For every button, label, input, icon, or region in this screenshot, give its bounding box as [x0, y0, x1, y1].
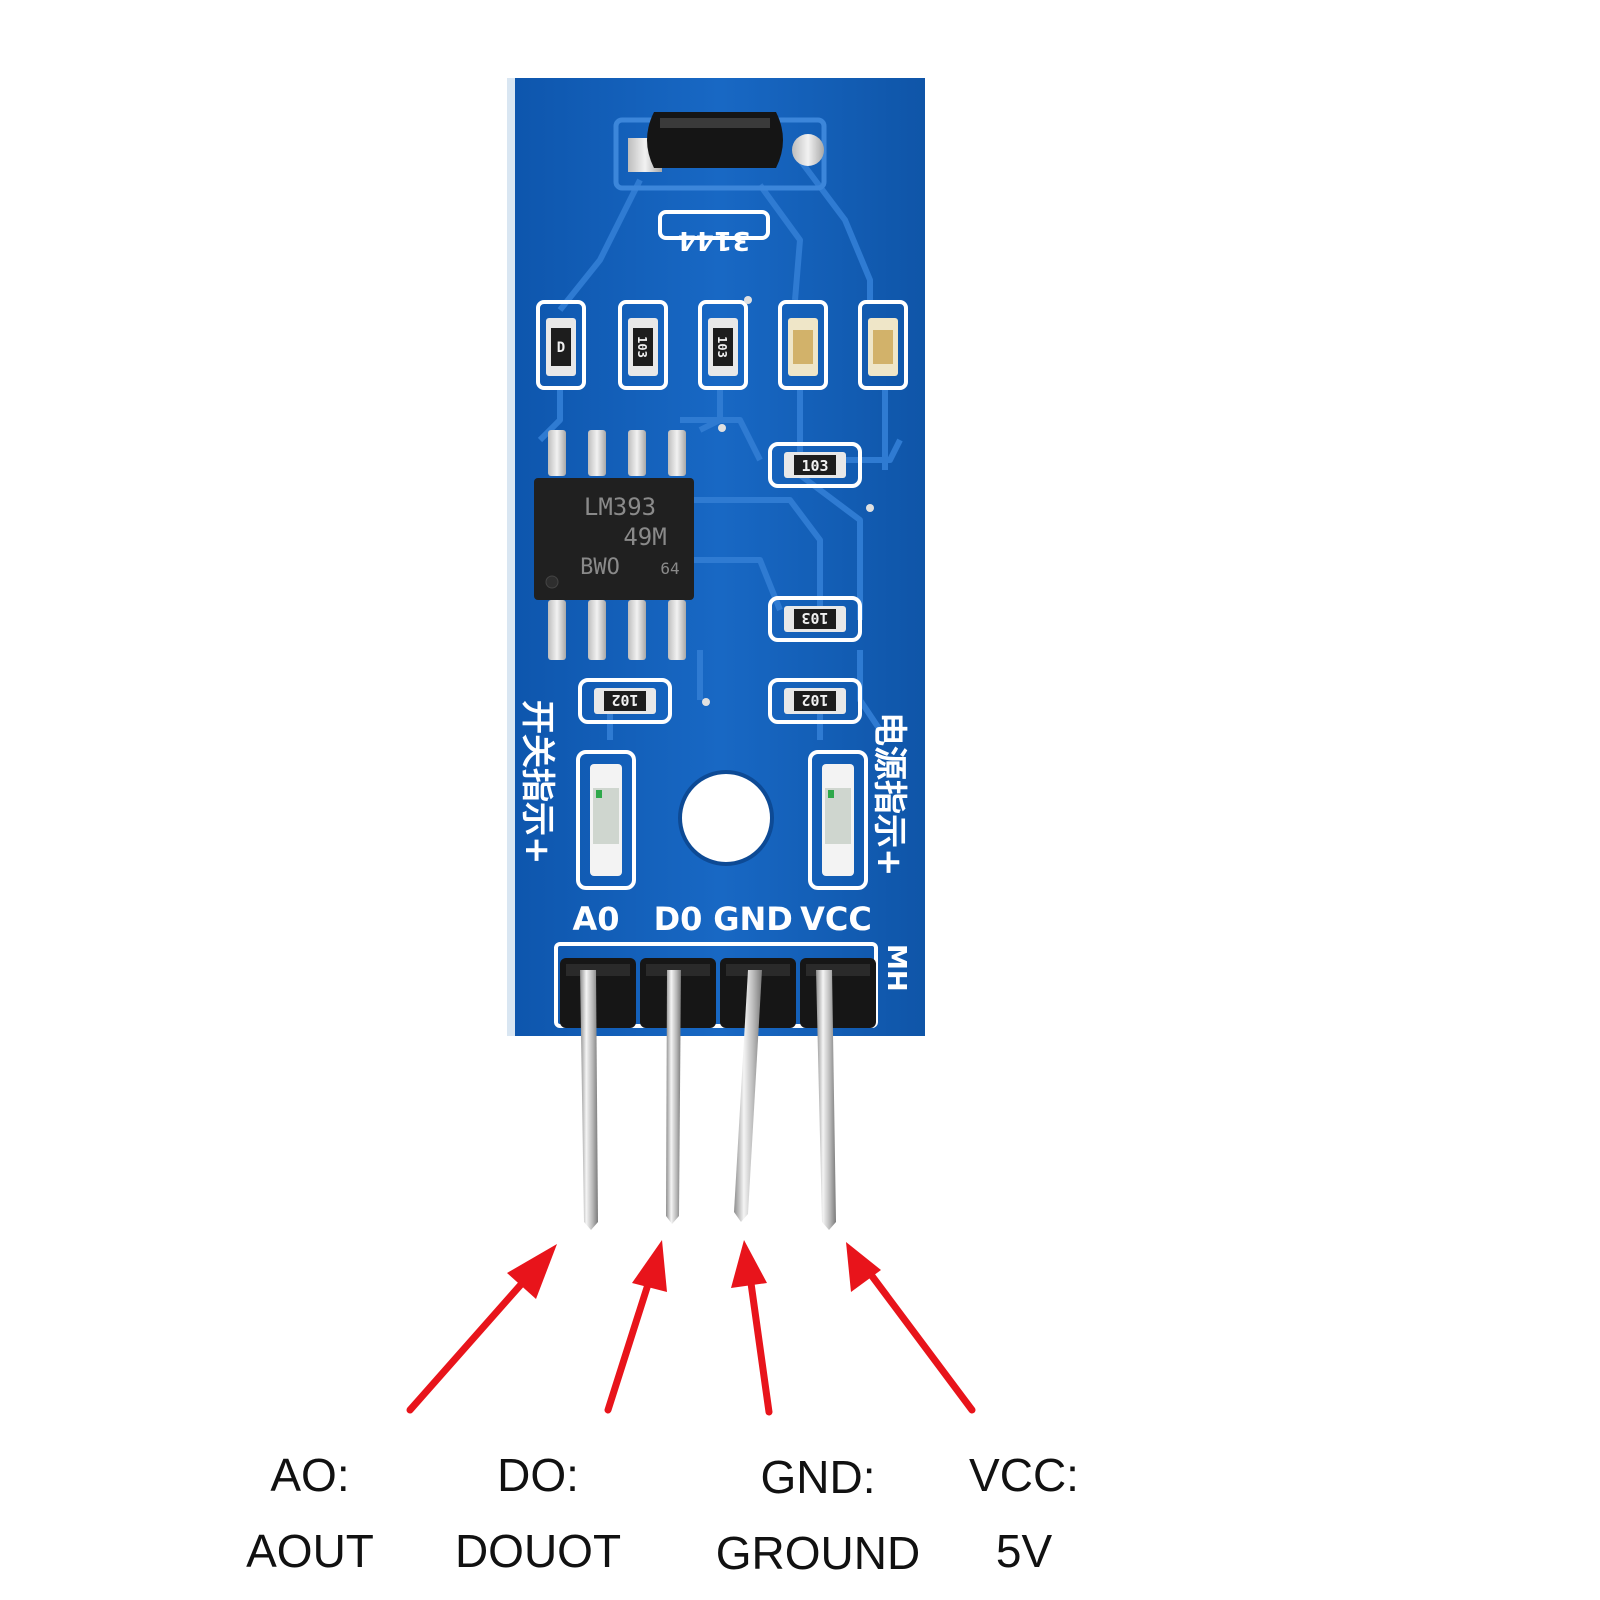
mounting-hole — [678, 770, 774, 866]
header-pins — [580, 970, 836, 1230]
header-label-d0: D0 — [654, 900, 703, 938]
pin-name-gnd: GND: — [760, 1451, 876, 1503]
small-resistor-code-2: 103 — [635, 336, 649, 358]
pin-label-vcc: VCC: 5V — [894, 1452, 1154, 1574]
pin-arrows — [406, 1240, 976, 1416]
top-components: D 103 103 — [536, 300, 908, 390]
resistor-r2: 103 — [768, 596, 862, 642]
resistor-code-3: 102 — [611, 691, 638, 709]
pin-label-ao: AO: AOUT — [180, 1452, 440, 1574]
resistor-code-2: 103 — [801, 609, 828, 627]
header-label-gnd: GND — [713, 900, 793, 938]
pcb-board: 3144 D 103 103 — [507, 78, 925, 1036]
arrow-do — [604, 1240, 667, 1414]
resistor-r1: 103 — [768, 442, 862, 488]
pin-name-ao: AO: — [270, 1449, 350, 1501]
corner-mark: MH — [881, 944, 911, 992]
chip-marking-line3: BWO — [580, 555, 620, 580]
header-label-vcc: VCC — [800, 900, 872, 938]
arrow-ao — [406, 1244, 557, 1414]
power-indicator-text: 电源指示+ — [869, 712, 909, 877]
pin-label-gnd: GND: GROUND — [688, 1454, 948, 1576]
pin-desc-vcc: 5V — [995, 1525, 1053, 1577]
resistor-r3: 102 — [578, 678, 672, 724]
pin-header — [560, 958, 876, 1230]
comparator-chip: LM393 49M BWO 64 — [534, 430, 694, 660]
resistor-code-1: 103 — [801, 457, 828, 475]
hall-sensor: 3144 — [613, 112, 827, 255]
chip-marking-line1: LM393 — [584, 493, 656, 521]
resistor-r4: 102 — [768, 678, 862, 724]
header-silk-labels: A0 D0 GND VCC — [572, 900, 871, 938]
small-resistor-code-3: 103 — [715, 336, 729, 358]
switch-indicator-text: 开关指示+ — [517, 700, 557, 865]
header-label-a0: A0 — [572, 900, 619, 938]
pin-name-do: DO: — [497, 1449, 579, 1501]
pin-desc-gnd: GROUND — [715, 1527, 921, 1579]
resistor-code-4: 102 — [801, 691, 828, 709]
sensor-marking: 3144 — [678, 225, 750, 255]
power-indicator-led — [808, 750, 868, 890]
vias — [702, 296, 874, 706]
pin-label-do: DO: DOUOT — [408, 1452, 668, 1574]
pin-name-vcc: VCC: — [969, 1449, 1079, 1501]
switch-indicator-led — [576, 750, 636, 890]
chip-date-code: 64 — [660, 559, 679, 578]
chip-marking-line2: 49M — [623, 523, 666, 551]
pin-desc-do: DOUOT — [454, 1525, 622, 1577]
pin-desc-ao: AOUT — [246, 1525, 374, 1577]
arrow-vcc — [846, 1242, 976, 1414]
small-resistor-code-1: D — [557, 340, 565, 356]
arrow-gnd — [731, 1240, 773, 1416]
